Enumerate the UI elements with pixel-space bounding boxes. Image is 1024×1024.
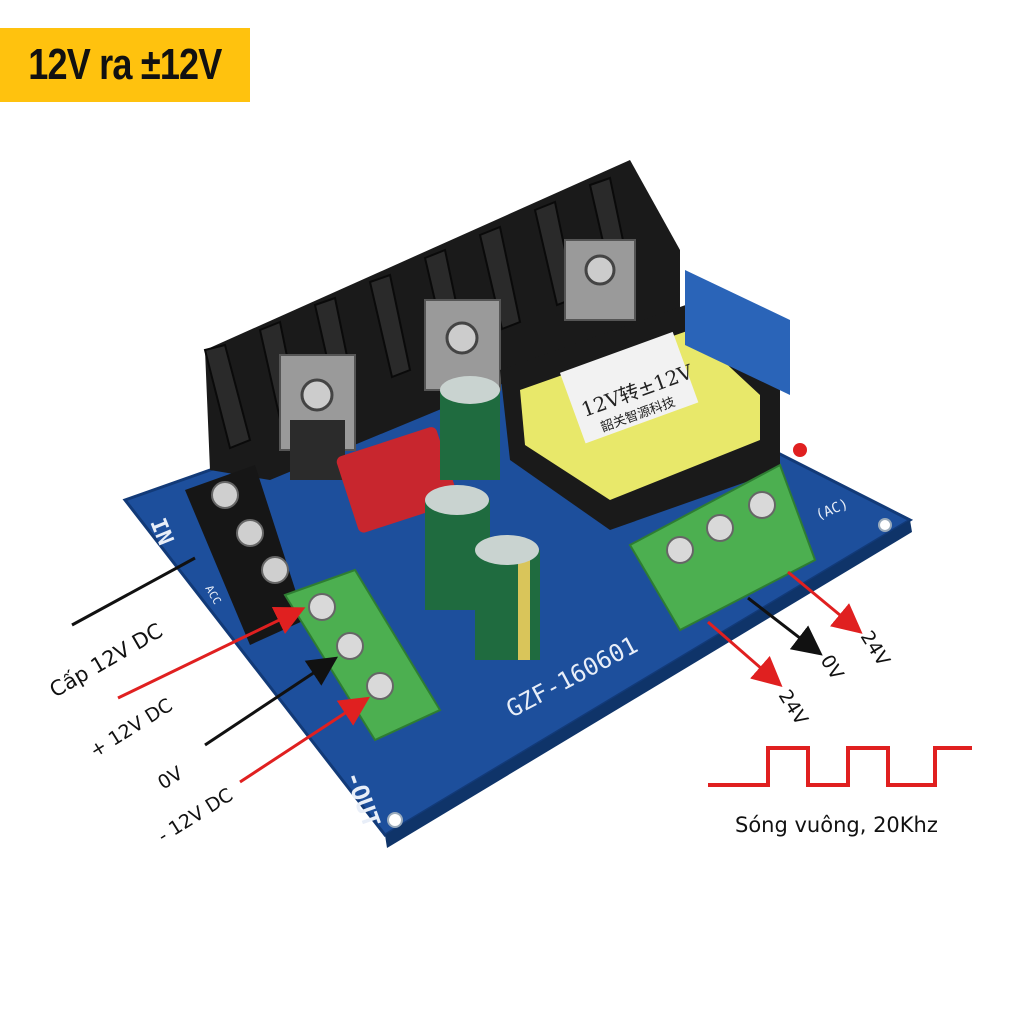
screw-icon: [261, 556, 289, 584]
power-transistor: [424, 299, 501, 391]
power-led: [793, 443, 807, 457]
screw-icon: [666, 536, 694, 564]
ac-terminal-block: [628, 463, 817, 632]
input-terminal-block: [185, 465, 305, 645]
screw-icon: [308, 593, 336, 621]
ac-right-label: 24V: [856, 627, 894, 670]
electrolytic-capacitor: [440, 376, 500, 480]
ac-left-arrow: [707, 620, 783, 687]
screw-icon: [706, 514, 734, 542]
heatsink: [203, 160, 680, 480]
screw-icon: [336, 632, 364, 660]
ac-left-label: 24V: [774, 686, 812, 729]
out-zero-arrow: [204, 656, 338, 747]
electrolytic-capacitor: [475, 535, 540, 660]
title-banner: 12V ra ±12V: [0, 28, 250, 102]
title-text: 12V ra ±12V: [28, 40, 222, 89]
screw-icon: [748, 491, 776, 519]
out-plus-label: + 12V DC: [86, 694, 177, 762]
input-supply-label: Cấp 12V DC: [46, 618, 167, 702]
power-transistor: [279, 354, 356, 480]
mounting-hole: [878, 518, 892, 532]
driver-board: [685, 270, 790, 395]
out-zero-label: 0V: [154, 762, 187, 794]
output-terminal-block: [283, 568, 442, 742]
power-transistor: [564, 239, 636, 321]
screw-icon: [236, 519, 264, 547]
ac-right-arrow: [787, 570, 863, 634]
ac-mid-label: 0V: [816, 651, 848, 684]
out-minus-arrow: [239, 696, 371, 784]
transformer: 12V转±12V 韶关智源科技: [500, 300, 780, 530]
ac-mid-arrow: [747, 596, 823, 656]
wave-caption: Sóng vuông, 20Khz: [735, 813, 938, 837]
screw-icon: [366, 672, 394, 700]
out-plus-arrow: [117, 606, 306, 700]
electrolytic-capacitor: [425, 485, 490, 610]
square-wave-icon: [708, 746, 972, 787]
screw-icon: [211, 481, 239, 509]
input-pointer-line: [71, 556, 196, 627]
mounting-hole: [387, 812, 403, 828]
